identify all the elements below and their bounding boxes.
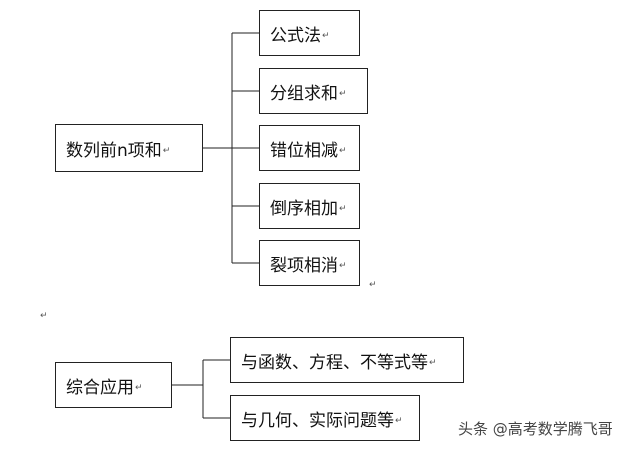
child-node-label: 错位相减 [270,140,338,161]
paragraph-mark: ↵ [339,261,347,271]
child-node-formula: 公式法 ↵ [259,10,360,56]
child-node-label: 公式法 [270,25,321,46]
child-node-shift-subtract: 错位相减 ↵ [259,125,360,171]
child-node-functions-equations: 与函数、方程、不等式等 ↵ [230,337,464,383]
child-node-label: 分组求和 [270,83,338,104]
paragraph-mark: ↵ [162,146,171,156]
child-node-label: 倒序相加 [270,198,338,219]
paragraph-mark: ↵ [322,31,330,41]
child-node-geometry-practical: 与几何、实际问题等 ↵ [230,395,420,441]
child-node-label: 与几何、实际问题等 [241,410,394,431]
paragraph-mark: ↵ [429,358,437,368]
paragraph-mark: ↵ [339,89,347,99]
paragraph-mark: ↵ [395,416,403,426]
paragraph-mark: ↵ [339,204,347,214]
root-node-label: 综合应用 [66,377,134,398]
child-node-telescoping: 裂项相消 ↵ [259,240,360,286]
child-node-reverse-add: 倒序相加 ↵ [259,183,360,229]
paragraph-mark: ↵ [135,383,143,393]
paragraph-mark: ↵ [369,280,377,290]
root-node-sequence-sum: 数列前n项和 ↵ [55,124,203,172]
watermark-text: 头条 @高考数学腾飞哥 [458,420,613,438]
child-node-label: 裂项相消 [270,255,338,276]
paragraph-mark: ↵ [339,146,347,156]
child-node-label: 与函数、方程、不等式等 [241,352,428,373]
root-node-label: 数列前n项和 [66,140,162,161]
child-node-group-sum: 分组求和 ↵ [259,68,368,114]
paragraph-mark: ↵ [40,311,48,321]
root-node-application: 综合应用 ↵ [55,362,172,408]
